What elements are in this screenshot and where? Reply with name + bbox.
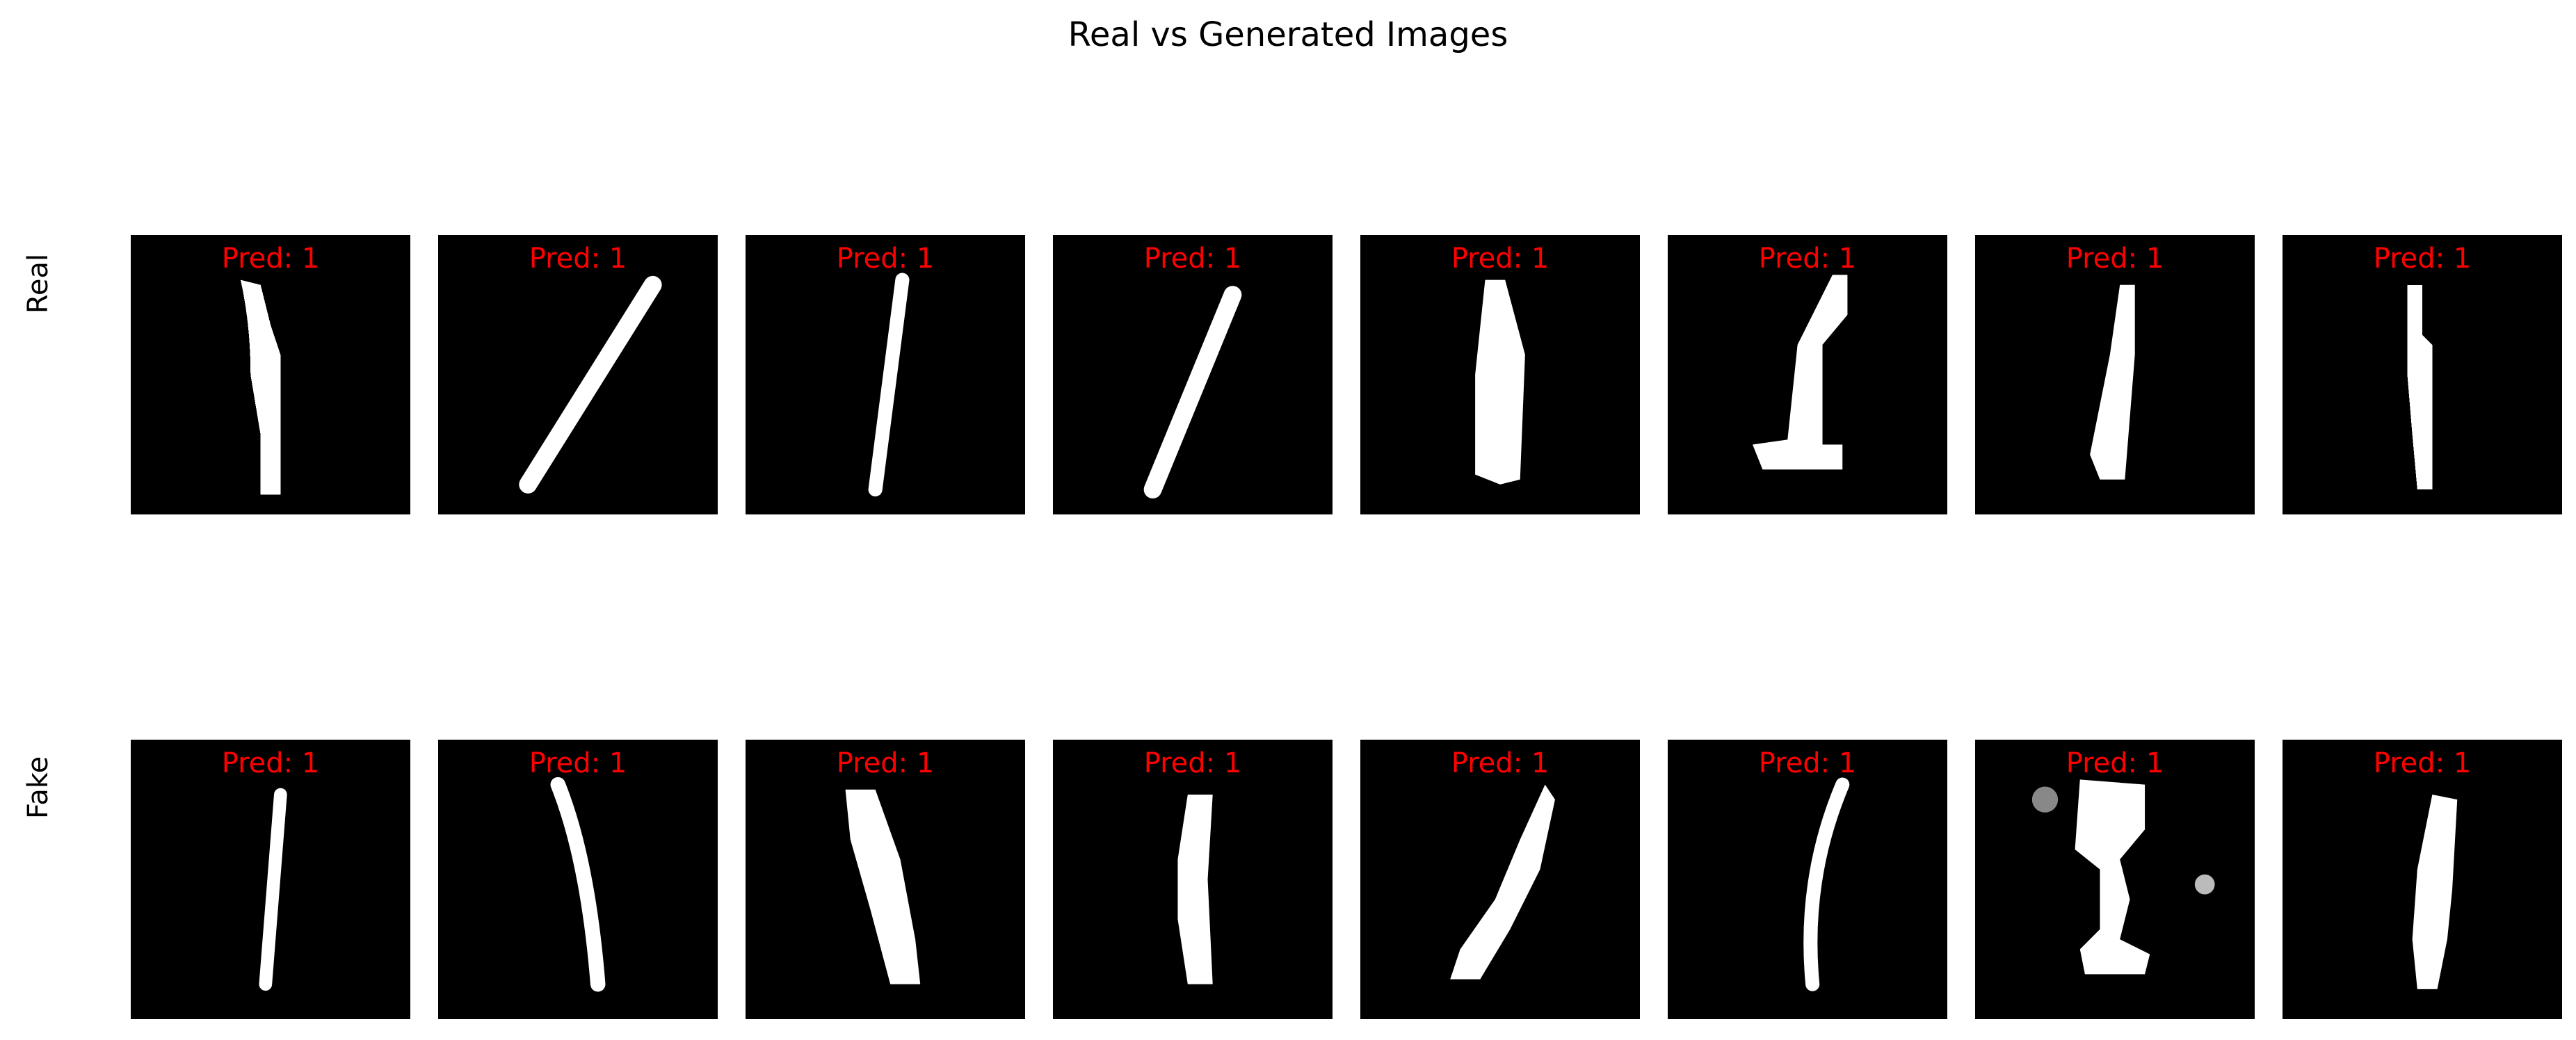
real-image-1: Pred: 1: [131, 235, 410, 514]
real-image-7: Pred: 1: [1975, 235, 2255, 514]
pred-label: Pred: 1: [1143, 747, 1242, 779]
figure-title: Real vs Generated Images: [1068, 15, 1508, 54]
fake-image-8: Pred: 1: [2283, 740, 2562, 1019]
row-label-real: Real: [22, 253, 54, 314]
pred-label: Pred: 1: [2373, 747, 2472, 779]
pred-label: Pred: 1: [2066, 747, 2164, 779]
pred-label: Pred: 1: [1451, 243, 1549, 275]
pred-label: Pred: 1: [2066, 243, 2164, 275]
real-image-3: Pred: 1: [746, 235, 1025, 514]
pred-label: Pred: 1: [1451, 747, 1549, 779]
real-image-4: Pred: 1: [1053, 235, 1333, 514]
real-image-5: Pred: 1: [1360, 235, 1640, 514]
pred-label: Pred: 1: [529, 747, 627, 779]
pred-label: Pred: 1: [221, 747, 320, 779]
fake-image-2: Pred: 1: [438, 740, 718, 1019]
pred-label: Pred: 1: [1758, 243, 1857, 275]
fake-image-5: Pred: 1: [1360, 740, 1640, 1019]
fake-image-6: Pred: 1: [1668, 740, 1947, 1019]
pred-label: Pred: 1: [836, 243, 935, 275]
pred-label: Pred: 1: [2373, 243, 2472, 275]
pred-label: Pred: 1: [1143, 243, 1242, 275]
real-image-2: Pred: 1: [438, 235, 718, 514]
pred-label: Pred: 1: [529, 243, 627, 275]
real-image-6: Pred: 1: [1668, 235, 1947, 514]
real-image-8: Pred: 1: [2283, 235, 2562, 514]
fake-image-1: Pred: 1: [131, 740, 410, 1019]
fake-image-3: Pred: 1: [746, 740, 1025, 1019]
fake-image-7: Pred: 1: [1975, 740, 2255, 1019]
row-label-fake: Fake: [22, 756, 54, 819]
pred-label: Pred: 1: [1758, 747, 1857, 779]
fake-image-4: Pred: 1: [1053, 740, 1333, 1019]
pred-label: Pred: 1: [221, 243, 320, 275]
pred-label: Pred: 1: [836, 747, 935, 779]
